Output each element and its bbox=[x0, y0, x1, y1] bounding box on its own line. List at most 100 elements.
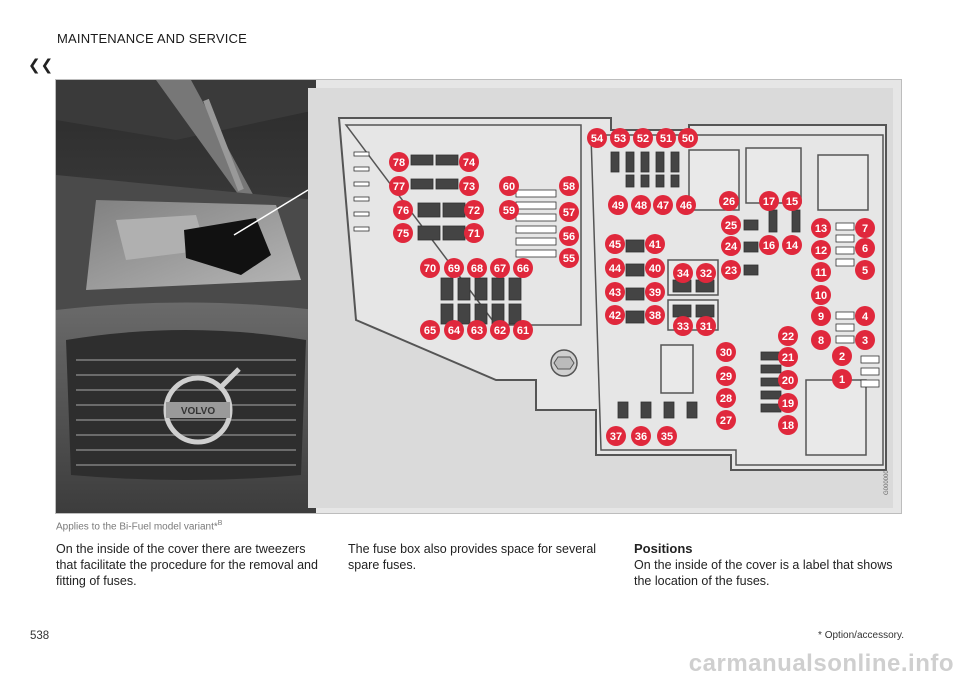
fuse-badge-label: 75 bbox=[397, 228, 409, 240]
body-text-tweezers: On the inside of the cover there are twe… bbox=[56, 542, 318, 588]
fuse-badge-circle bbox=[605, 305, 625, 325]
fuse-slot bbox=[640, 174, 650, 188]
fuse-badge-circle bbox=[605, 234, 625, 254]
body-text-spare-fuses: The fuse box also provides space for sev… bbox=[348, 542, 597, 572]
page-number: 538 bbox=[30, 630, 50, 642]
fuse-slot bbox=[353, 226, 370, 232]
fuse-badge-label: 39 bbox=[649, 287, 661, 299]
fuse-badge-circle bbox=[855, 330, 875, 350]
fuse-badge-label: 64 bbox=[448, 325, 461, 337]
footnote: * Option/accessory. bbox=[818, 630, 904, 641]
fuse-badge-circle bbox=[645, 282, 665, 302]
fuse-badge-25: 25 bbox=[721, 215, 741, 235]
fuse-badge-8: 8 bbox=[811, 330, 831, 350]
fuse-slot bbox=[515, 201, 557, 210]
fuse-badge-label: 11 bbox=[815, 267, 827, 279]
fuse-slot bbox=[515, 249, 557, 258]
fuse-badge-50: 50 bbox=[678, 128, 698, 148]
fuse-slot bbox=[353, 196, 370, 202]
fuse-badge-circle bbox=[464, 200, 484, 220]
fuse-badge-circle bbox=[855, 306, 875, 326]
fuse-badge-label: 19 bbox=[782, 398, 794, 410]
fuse-slot bbox=[835, 335, 855, 344]
fuse-badge-label: 45 bbox=[609, 239, 621, 251]
fuse-slot bbox=[353, 211, 370, 217]
fuse-badge-13: 13 bbox=[811, 218, 831, 238]
fuse-badge-circle bbox=[719, 191, 739, 211]
fuse-badge-circle bbox=[653, 195, 673, 215]
fuse-badge-11: 11 bbox=[811, 262, 831, 282]
fuse-badge-label: 71 bbox=[468, 228, 480, 240]
fuse-badge-43: 43 bbox=[605, 282, 625, 302]
fuse-badge-label: 53 bbox=[614, 133, 626, 145]
fuse-badge-label: 48 bbox=[635, 200, 647, 212]
fuse-badge-label: 69 bbox=[448, 263, 460, 275]
fuse-badge-label: 76 bbox=[397, 205, 409, 217]
fuse-badge-label: 37 bbox=[610, 431, 622, 443]
fuse-badge-17: 17 bbox=[759, 191, 779, 211]
fuse-badge-label: 77 bbox=[393, 181, 405, 193]
fuse-badge-56: 56 bbox=[559, 226, 579, 246]
fuse-badge-circle bbox=[645, 258, 665, 278]
fuse-badge-30: 30 bbox=[716, 342, 736, 362]
fuse-badge-1: 1 bbox=[832, 369, 852, 389]
fuse-badge-circle bbox=[389, 152, 409, 172]
fuse-badge-label: 42 bbox=[609, 310, 621, 322]
fuse-badge-66: 66 bbox=[513, 258, 533, 278]
fuse-slot bbox=[760, 377, 782, 387]
fuse-slot bbox=[670, 174, 680, 188]
fuse-badge-20: 20 bbox=[778, 370, 798, 390]
fuse-badge-circle bbox=[832, 369, 852, 389]
fuse-badge-label: 59 bbox=[503, 205, 515, 217]
fuse-slot bbox=[617, 401, 629, 419]
fuse-badge-78: 78 bbox=[389, 152, 409, 172]
fuse-slot bbox=[743, 241, 759, 253]
fuse-badge-circle bbox=[855, 238, 875, 258]
fuse-badge-39: 39 bbox=[645, 282, 665, 302]
fuse-badge-circle bbox=[444, 258, 464, 278]
fuse-badge-68: 68 bbox=[467, 258, 487, 278]
fuse-badge-label: 62 bbox=[494, 325, 506, 337]
fuse-slot bbox=[791, 209, 801, 233]
fuse-slot bbox=[860, 379, 880, 388]
fuse-badge-12: 12 bbox=[811, 240, 831, 260]
fuse-badge-72: 72 bbox=[464, 200, 484, 220]
fuse-badge-circle bbox=[467, 258, 487, 278]
fuse-slot bbox=[760, 364, 782, 374]
fuse-badge-circle bbox=[587, 128, 607, 148]
fuse-badge-circle bbox=[605, 258, 625, 278]
fuse-badge-label: 12 bbox=[815, 245, 827, 257]
fuse-badge-circle bbox=[716, 366, 736, 386]
fuse-slot bbox=[353, 166, 370, 172]
fuse-badge-62: 62 bbox=[490, 320, 510, 340]
fuse-badge-44: 44 bbox=[605, 258, 625, 278]
fuse-badge-circle bbox=[606, 426, 626, 446]
fuse-slot bbox=[640, 151, 650, 173]
fuse-slot bbox=[760, 403, 782, 413]
fuse-badge-label: 57 bbox=[563, 207, 575, 219]
fuse-badge-label: 33 bbox=[677, 321, 689, 333]
double-chevron-left-icon[interactable]: ❮❮ bbox=[28, 57, 54, 74]
fuse-badge-label: 7 bbox=[862, 223, 868, 235]
fuse-badge-label: 78 bbox=[393, 157, 405, 169]
fuse-badge-2: 2 bbox=[832, 346, 852, 366]
fuse-slot bbox=[435, 178, 459, 190]
fuse-badge-label: 22 bbox=[782, 331, 794, 343]
fuse-badge-65: 65 bbox=[420, 320, 440, 340]
fuse-slot bbox=[435, 154, 459, 166]
fuse-badge-label: 16 bbox=[763, 240, 775, 252]
fuse-slot bbox=[515, 189, 557, 198]
fuse-slot bbox=[625, 287, 645, 301]
fuse-badge-circle bbox=[464, 223, 484, 243]
fuse-badge-circle bbox=[610, 128, 630, 148]
fuse-badge-71: 71 bbox=[464, 223, 484, 243]
fuse-slot bbox=[835, 323, 855, 332]
fuse-badge-circle bbox=[420, 320, 440, 340]
fuse-slot bbox=[440, 277, 454, 301]
fuse-badge-51: 51 bbox=[656, 128, 676, 148]
fuse-badge-label: 49 bbox=[612, 200, 624, 212]
fuse-badge-70: 70 bbox=[420, 258, 440, 278]
callout-line bbox=[233, 189, 309, 236]
fuse-badge-35: 35 bbox=[657, 426, 677, 446]
fuse-slot bbox=[457, 303, 471, 325]
